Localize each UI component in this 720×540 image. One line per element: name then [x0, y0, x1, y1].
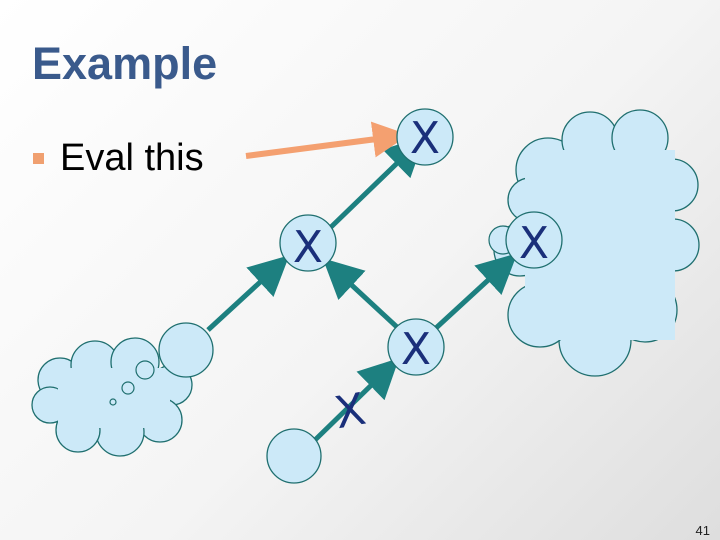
node-right-marker: X	[519, 218, 549, 269]
bullet-square-icon	[33, 153, 44, 164]
node-bottom	[387, 318, 445, 376]
node-top	[396, 108, 454, 166]
cloud-left-bubbles	[109, 360, 155, 406]
bullet-item: Eval this	[33, 137, 204, 180]
node-bottom-marker: X	[401, 324, 431, 375]
node-top-marker: X	[410, 113, 440, 164]
edge-bottom-to-right	[434, 253, 518, 330]
page-number: 41	[695, 523, 710, 538]
node-middle-marker: X	[293, 222, 323, 273]
slide-title: Example	[32, 38, 218, 89]
bullet-text: Eval this	[60, 137, 204, 179]
node-right	[505, 211, 563, 269]
cloud-right	[493, 109, 700, 377]
edge-leftnode-to-mid	[206, 255, 290, 332]
edge-bottom-to-mid	[322, 258, 400, 330]
node-left	[158, 322, 214, 378]
edge-start-to-bottom	[313, 358, 400, 442]
node-middle	[279, 214, 337, 272]
eval-pointer-arrow	[245, 121, 409, 159]
node-start	[266, 428, 322, 484]
